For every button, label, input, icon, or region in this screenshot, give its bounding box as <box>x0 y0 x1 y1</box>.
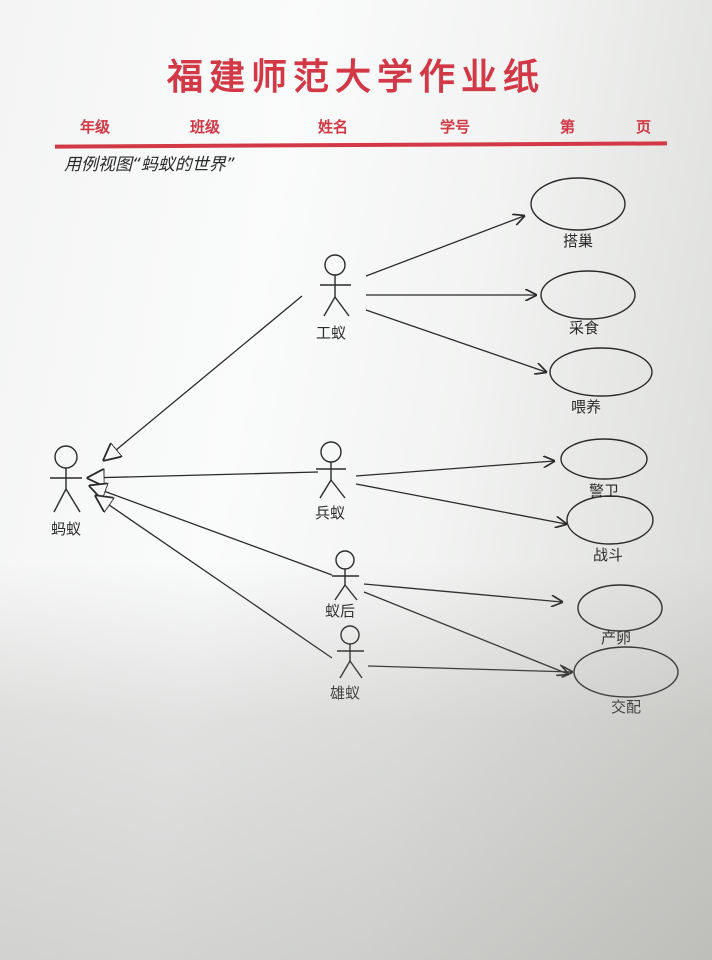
association-worker-feed <box>365 309 546 372</box>
grade-field-label: 年级 <box>80 118 111 136</box>
page-suffix-label: 页 <box>636 118 652 136</box>
feed-use-case <box>549 347 653 397</box>
mate-label: 交配 <box>611 698 641 716</box>
gather-food-use-case <box>540 270 636 320</box>
fight-label: 战斗 <box>593 546 623 564</box>
generalization-worker <box>104 295 303 460</box>
association-male-mate <box>367 665 572 672</box>
name-field-label: 姓名 <box>318 118 349 136</box>
class-field-label: 班级 <box>190 118 221 136</box>
fight-use-case <box>566 495 654 545</box>
soldier-actor-icon <box>316 441 346 499</box>
soldier-actor-label: 兵蚁 <box>315 504 345 522</box>
student-id-field-label: 学号 <box>440 118 471 136</box>
association-soldier-guard <box>355 461 554 477</box>
gather-food-label: 采食 <box>569 319 599 337</box>
worker-actor-label: 工蚁 <box>316 324 346 342</box>
page-prefix-label: 第 <box>560 118 576 136</box>
build-nest-use-case <box>530 177 626 231</box>
queen-actor-label: 蚁后 <box>325 602 355 620</box>
mate-use-case <box>573 646 679 698</box>
association-queen-mate <box>363 591 568 674</box>
guard-use-case <box>560 438 648 480</box>
association-soldier-fight <box>355 483 566 524</box>
association-worker-build <box>365 216 524 277</box>
queen-actor-icon <box>332 550 359 601</box>
lay-eggs-use-case <box>577 584 663 632</box>
build-nest-label: 搭巢 <box>563 232 593 250</box>
male-actor-icon <box>337 625 364 679</box>
generalization-soldier <box>88 472 319 478</box>
ant-actor-icon <box>50 445 82 513</box>
male-actor-label: 雄蚁 <box>330 684 360 702</box>
association-queen-lay <box>363 583 562 602</box>
generalization-male <box>96 496 333 659</box>
ant-actor-label: 蚂蚁 <box>51 520 81 538</box>
diagram-note: 用例视图“蚂蚁的世界” <box>64 155 235 175</box>
worker-actor-icon <box>320 254 351 317</box>
feed-label: 喂养 <box>571 398 601 416</box>
generalization-queen <box>90 486 333 576</box>
sheet-title: 福建师范大学作业纸 <box>166 56 545 98</box>
guard-label: 警卫 <box>589 482 619 500</box>
lay-eggs-label: 产卵 <box>601 629 631 647</box>
